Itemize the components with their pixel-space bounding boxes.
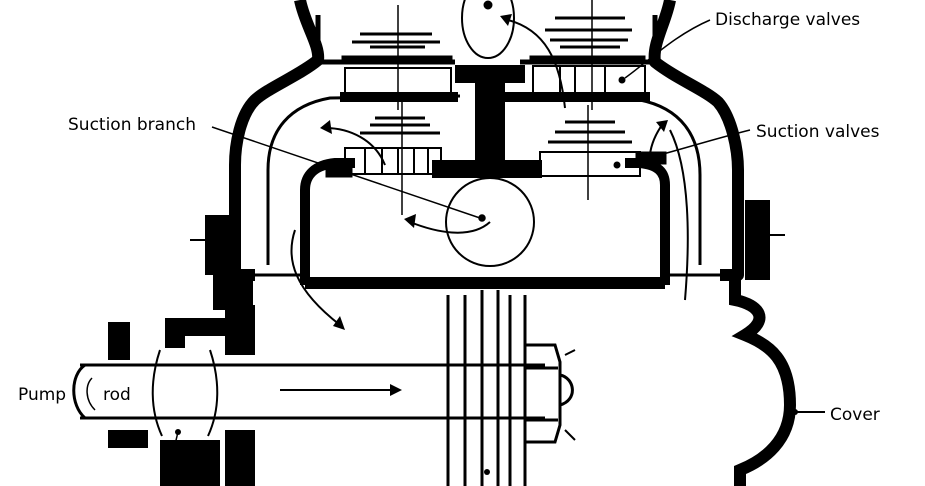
gland-leader (164, 431, 179, 486)
leader-lines (211, 19, 751, 222)
gland-right-outline (207, 349, 219, 437)
suction-chamber (300, 158, 670, 289)
valve-deck (340, 65, 650, 178)
label-discharge-valves: Discharge valves (715, 10, 860, 30)
suction-valve-right (539, 105, 667, 200)
flow-arrows (290, 14, 689, 330)
gland-left-outline (151, 349, 163, 437)
pump-rod (72, 363, 545, 420)
discharge-valve-left (341, 5, 453, 110)
rod-pin (484, 469, 490, 475)
nut (523, 343, 576, 444)
label-cover: Cover (830, 405, 880, 425)
spindle-head (461, 0, 515, 59)
label-rod: rod (103, 385, 131, 405)
piston-rod (446, 290, 527, 486)
discharge-valve-right (529, 0, 646, 110)
pump-casing (229, 0, 744, 281)
label-suction-branch: Suction branch (68, 115, 196, 135)
left-flange (108, 215, 255, 486)
suction-valve-left (325, 100, 442, 215)
cover (729, 200, 825, 486)
label-pump: Pump (18, 385, 66, 405)
label-suction-valves: Suction valves (756, 122, 880, 142)
